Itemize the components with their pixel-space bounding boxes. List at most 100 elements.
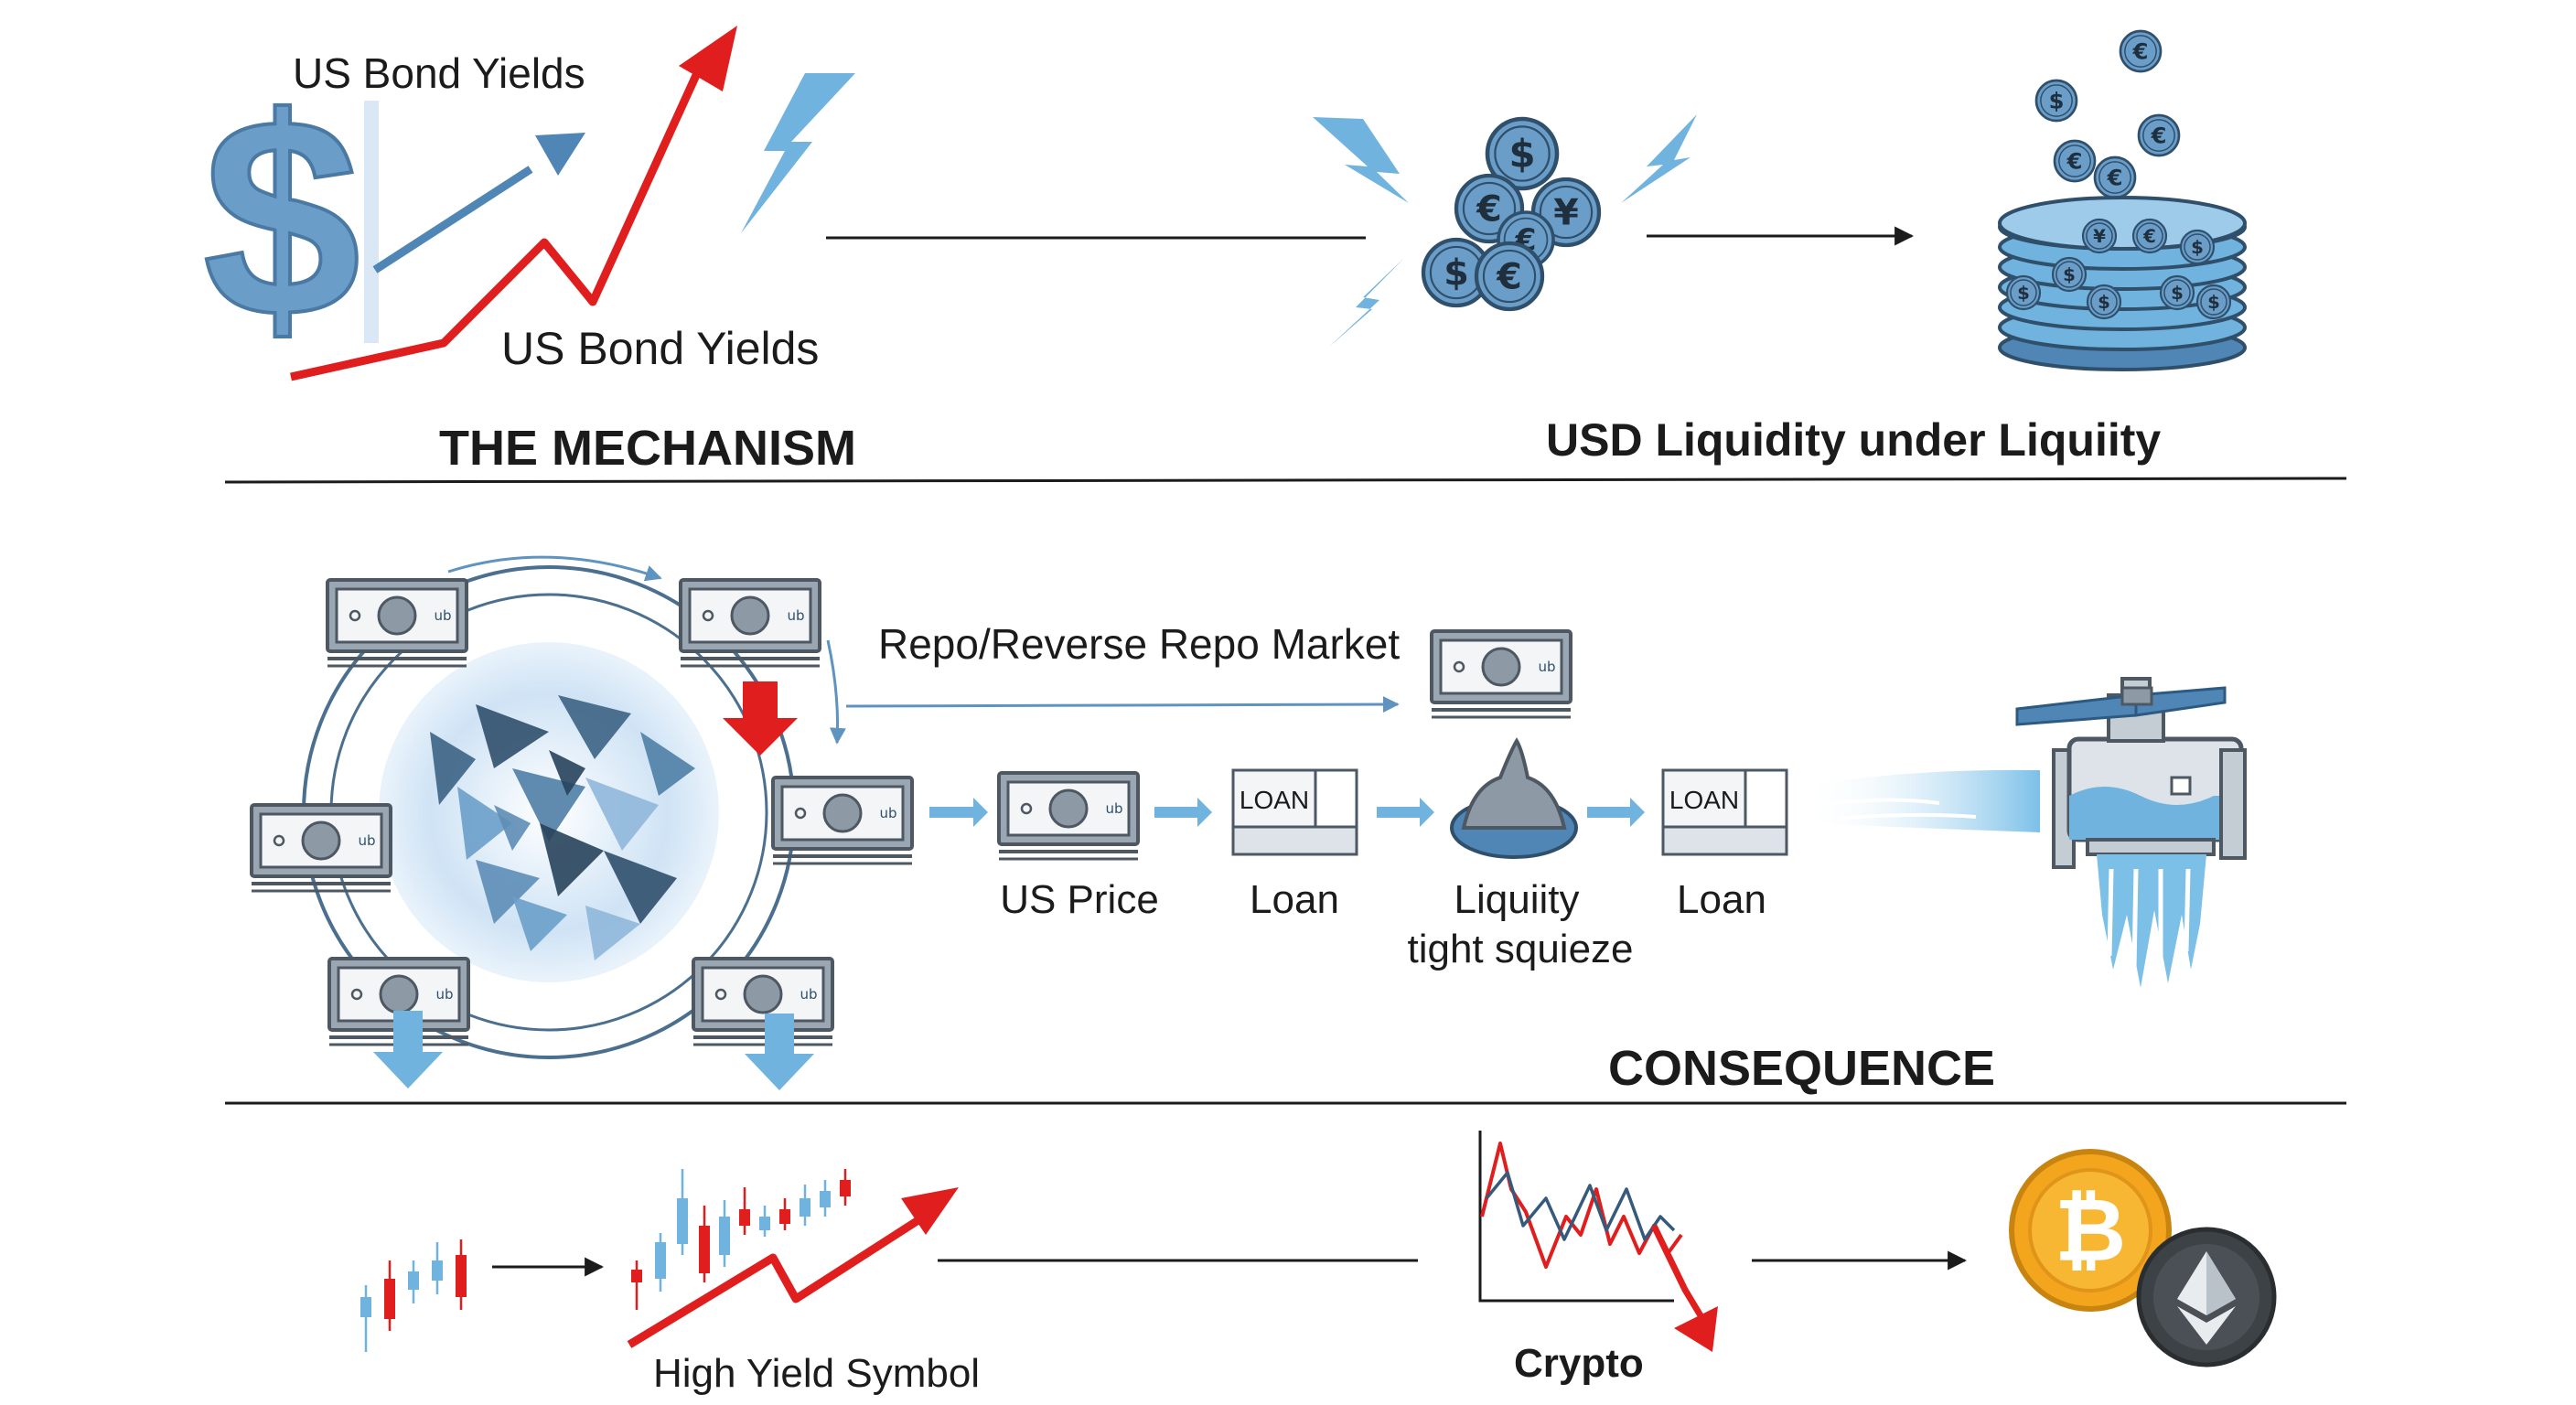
crypto-label: Crypto (1514, 1341, 1644, 1386)
svg-text:€: € (1496, 256, 1522, 298)
loan-label: Loan (1677, 877, 1766, 922)
us-price-label: US Price (1000, 877, 1159, 922)
lightning-icon (1621, 114, 1697, 203)
coin-icon: € (1474, 241, 1545, 312)
svg-text:$: $ (1444, 252, 1469, 295)
crystal-shard (430, 732, 476, 805)
banknote-icon: ub (1430, 629, 1572, 719)
candlestick-icon (360, 1239, 467, 1352)
banknote-icon: ub (250, 803, 392, 893)
crystal-shard (549, 750, 585, 796)
coin-icon: $ (1421, 237, 1492, 308)
bond-yields-label-upper: US Bond Yields (293, 49, 585, 97)
coin-icon: € (2053, 139, 2097, 183)
coin-icon: $ (2159, 274, 2195, 311)
flow-arrow (1154, 798, 1212, 827)
coin-icon: $ (2005, 274, 2042, 311)
candle (360, 1285, 371, 1352)
crystal-shard (585, 778, 659, 851)
svg-text:€: € (2066, 148, 2083, 174)
flow-arrow (929, 798, 988, 827)
svg-text:$: $ (2049, 88, 2065, 113)
coin-stack: ¥€$$$$$$ (1998, 196, 2247, 371)
loan-tag-icon: LOAN (1231, 768, 1358, 856)
candle (432, 1242, 443, 1294)
svg-text:€: € (1476, 188, 1502, 231)
svg-text:₿: ₿ (2055, 1179, 2126, 1282)
cycle-arrow (826, 639, 846, 745)
down-arrow-icon (373, 1011, 443, 1089)
candle (719, 1200, 730, 1267)
liquidity-label: Liquiity (1454, 877, 1580, 922)
svg-text:ub: ub (879, 805, 896, 821)
svg-text:ub: ub (1538, 659, 1555, 675)
banknote-icon: ub (692, 957, 834, 1046)
squeeze-drop-icon (1450, 737, 1578, 859)
coin-stack-icon: €$€€€ ¥€$$$$$$ (1998, 29, 2247, 371)
banknote-icon: ub (679, 578, 821, 668)
svg-text:€: € (2151, 123, 2167, 148)
flow-arrow (1377, 798, 1434, 827)
coin-icon: $ (2179, 229, 2216, 265)
svg-text:ub: ub (1105, 800, 1122, 817)
crystal-shard (476, 860, 540, 924)
bitcoin-icon: ₿ (2009, 1149, 2172, 1312)
candle (384, 1260, 395, 1331)
banknote-icon: ub (771, 776, 914, 865)
repo-arrow (845, 696, 1400, 713)
down-arrow-icon (745, 1014, 814, 1090)
svg-text:$: $ (2017, 283, 2030, 304)
svg-text:$: $ (2171, 283, 2184, 304)
crystal-shard (494, 805, 531, 851)
liquidity-heading: USD Liquidity under Liquiity (1546, 414, 2161, 466)
dollar-sign-icon: $ (201, 57, 379, 378)
svg-text:€: € (2107, 165, 2123, 190)
banknote-ring: ub ub ub ub ub ub (250, 578, 914, 1046)
candle (800, 1185, 810, 1226)
svg-text:$: $ (203, 59, 360, 376)
cycle-arrow (447, 555, 662, 582)
money-cycle-graphic: ub ub ub ub ub ub (250, 555, 914, 1090)
crystal-shard (457, 787, 512, 860)
coin-icon: $ (2195, 284, 2232, 320)
crystal-shard (640, 732, 695, 796)
bond-yields-label-lower: US Bond Yields (501, 323, 819, 374)
squeeze-label: tight squieze (1407, 927, 1633, 971)
candle (408, 1260, 419, 1303)
crystal-shards (430, 695, 695, 960)
coin-icon: € (2119, 29, 2163, 73)
down-arrow-icon (723, 681, 798, 756)
loan-tag-text: LOAN (1669, 786, 1739, 814)
lightning-icon (741, 73, 855, 233)
crystal-shard (512, 896, 567, 951)
banknote-icon: ub (327, 957, 470, 1046)
svg-text:€: € (2132, 38, 2149, 64)
ethereum-icon (2136, 1227, 2277, 1367)
coin-icon: $ (1485, 116, 1560, 191)
svg-text:$: $ (2207, 292, 2220, 313)
candle (739, 1187, 750, 1235)
flow-arrow (1587, 798, 1645, 827)
svg-text:$: $ (2191, 237, 2204, 258)
candle (456, 1239, 467, 1310)
loan-label: Loan (1250, 877, 1339, 922)
loan-tag-icon: LOAN (1661, 768, 1788, 856)
crystal-shard (604, 851, 677, 924)
svg-text:ub: ub (358, 832, 375, 849)
section-divider (224, 477, 2347, 484)
candlestick-icon (631, 1169, 851, 1310)
svg-text:ub: ub (434, 607, 451, 624)
candle (779, 1198, 790, 1230)
candle (631, 1260, 642, 1310)
red-yield-arrow (290, 26, 737, 381)
candle (820, 1180, 831, 1217)
high-yield-label: High Yield Symbol (653, 1351, 980, 1396)
crash-line-icon (1478, 1131, 1718, 1352)
coin-group: $€¥€$€ (1421, 116, 1602, 312)
crystal-shard (558, 695, 631, 759)
banknote-icon: ub (326, 578, 468, 668)
candle (677, 1169, 688, 1255)
crystal-shard (476, 704, 549, 768)
candle (840, 1169, 851, 1206)
